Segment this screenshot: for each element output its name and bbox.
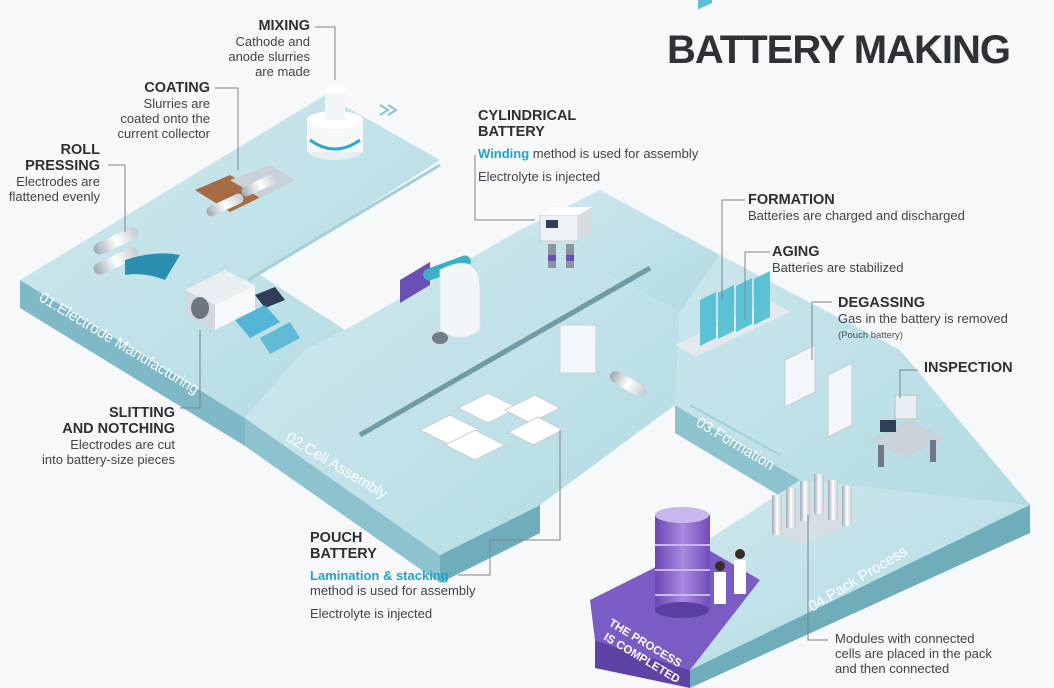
callout-coating: COATING Slurries are coated onto the cur… xyxy=(118,80,210,141)
pouch-line-2: Electrolyte is injected xyxy=(310,606,433,621)
electrolyte-injector xyxy=(539,207,592,268)
pouch-line: method is used for assembly xyxy=(310,583,476,598)
mixing-line-3: are made xyxy=(255,64,310,79)
pouch-stacking xyxy=(418,324,647,461)
winding-machine xyxy=(400,255,481,344)
degassing-note: (Pouch battery) xyxy=(838,330,903,341)
coating-line-1: Slurries are xyxy=(143,96,210,111)
slitting-line-1: Electrodes are cut xyxy=(70,437,175,452)
roll-title-2: PRESSING xyxy=(25,158,100,174)
mixing-title: MIXING xyxy=(258,18,310,34)
inspection-station xyxy=(870,394,945,467)
callout-inspection: INSPECTION xyxy=(924,360,1013,376)
cylindrical-line: method is used for assembly xyxy=(529,146,699,161)
slitting-machine xyxy=(185,270,300,354)
roll-line-2: flattened evenly xyxy=(8,189,100,204)
pack-line-2: cells are placed in the pack xyxy=(835,646,992,661)
callout-pack: Modules with connected cells are placed … xyxy=(835,631,992,676)
callout-aging: AGING Batteries are stabilized xyxy=(772,244,904,275)
slitting-title-2: AND NOTCHING xyxy=(62,421,175,437)
degassing-title: DEGASSING xyxy=(838,295,926,311)
cylindrical-title-2: BATTERY xyxy=(478,124,545,140)
formation-line: Batteries are charged and discharged xyxy=(748,208,965,223)
platform-grooves xyxy=(247,163,781,456)
aging-line: Batteries are stabilized xyxy=(772,260,904,275)
coating-title: COATING xyxy=(144,80,210,96)
mixer-machine xyxy=(307,86,398,160)
cylindrical-line-2: Electrolyte is injected xyxy=(478,169,601,184)
coating-machine xyxy=(195,165,295,217)
inspection-title: INSPECTION xyxy=(924,360,1013,376)
callout-formation: FORMATION Batteries are charged and disc… xyxy=(748,192,965,223)
coating-line-2: coated onto the xyxy=(120,111,210,126)
callout-mixing: MIXING Cathode and anode slurries are ma… xyxy=(228,18,310,79)
roll-line-1: Electrodes are xyxy=(16,174,100,189)
callout-pouch: POUCH BATTERY Lamination & stacking meth… xyxy=(310,530,475,621)
degassing-line: Gas in the battery is removed xyxy=(838,311,1008,326)
completed-battery xyxy=(655,507,746,618)
slitting-line-2: into battery-size pieces xyxy=(42,452,175,467)
pouch-title-1: POUCH xyxy=(310,530,363,546)
callout-slitting: SLITTING AND NOTCHING Electrodes are cut… xyxy=(42,405,175,467)
roll-pressing-machine xyxy=(93,227,180,280)
callout-cylindrical: CYLINDRICAL BATTERY Winding method is us… xyxy=(478,108,698,184)
formation-title: FORMATION xyxy=(748,192,835,208)
pouch-accent: Lamination & stacking xyxy=(310,568,449,583)
pack-line-3: and then connected xyxy=(835,661,950,676)
mixing-line-2: anode slurries xyxy=(228,49,310,64)
callout-degassing: DEGASSING Gas in the battery is removed … xyxy=(838,295,1008,343)
pack-modules xyxy=(765,474,860,545)
pouch-title-2: BATTERY xyxy=(310,546,377,562)
slitting-title-1: SLITTING xyxy=(108,405,175,421)
coating-line-3: current collector xyxy=(117,126,210,141)
callout-roll-pressing: ROLL PRESSING Electrodes are flattened e… xyxy=(9,142,100,204)
page-title: BATTERY MAKING xyxy=(666,28,1011,72)
formation-racks xyxy=(675,0,853,438)
mixing-line-1: Cathode and xyxy=(235,34,310,49)
aging-title: AGING xyxy=(772,244,820,260)
pack-line-1: Modules with connected xyxy=(835,631,975,646)
cylindrical-accent: Winding xyxy=(478,146,530,161)
roll-title-1: ROLL xyxy=(60,142,100,158)
cylindrical-title-1: CYLINDRICAL xyxy=(478,108,577,124)
leader-lines xyxy=(108,26,918,641)
